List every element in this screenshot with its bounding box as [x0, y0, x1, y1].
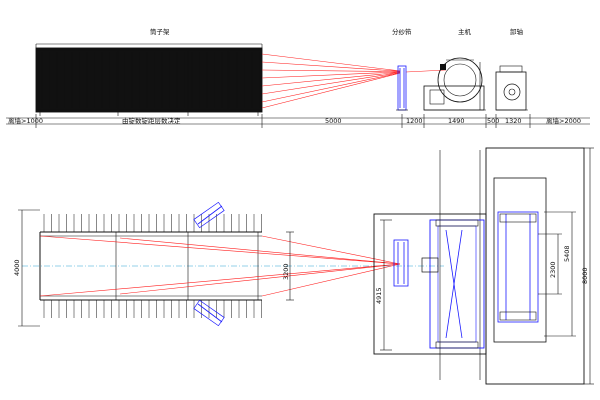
yarn-line	[261, 71, 401, 87]
splitter-side	[396, 65, 408, 111]
side-dimensions: 离墙>1000 由锭数锭距层数决定 5000 1200 1490 500 132…	[6, 114, 590, 128]
creel-side	[35, 43, 263, 116]
yarn-line	[261, 72, 401, 95]
plan-dim-2300: 2300	[538, 233, 562, 295]
creel-length-note: 由锭数锭距层数决定	[122, 116, 181, 125]
dim-5000: 5000	[325, 117, 342, 125]
dim-1320: 1320	[505, 117, 522, 125]
creel-label: 筒子架	[150, 27, 170, 36]
main-machine-label: 主机	[458, 27, 472, 36]
yarn-line	[261, 71, 401, 79]
plan-dim-8000: 8000	[581, 147, 594, 385]
yarn-line	[261, 72, 401, 103]
dim-1490: 1490	[448, 117, 465, 125]
plan-view: 4000 3200 4915	[13, 147, 594, 385]
yarn-line-plan	[39, 235, 401, 265]
yarn-line-plan	[39, 263, 401, 297]
yarn-lines-side	[261, 53, 447, 109]
bobbin-holder-top	[193, 201, 225, 229]
yarn-line-plan	[119, 237, 401, 265]
beam-side	[495, 65, 528, 111]
main-machine-side	[423, 57, 486, 111]
plan-dim-4915: 4915	[375, 219, 392, 351]
wall-left-label: 离墙>1000	[8, 116, 43, 125]
creel-plan	[39, 201, 262, 327]
yarn-line-plan	[261, 263, 401, 297]
splitter-label: 分纱筘	[392, 27, 412, 36]
dim-5408: 5408	[563, 245, 571, 262]
dim-4915: 4915	[375, 287, 383, 304]
yarn-line-plan	[119, 263, 401, 295]
yarn-line-plan	[261, 235, 401, 265]
yarn-line	[261, 53, 401, 72]
dim-8000: 8000	[581, 267, 589, 284]
dim-500: 500	[487, 117, 499, 125]
yarn-line	[405, 69, 447, 73]
dim-1200: 1200	[406, 117, 423, 125]
dim-2300: 2300	[549, 261, 557, 278]
dim-4000: 4000	[13, 259, 21, 276]
side-view: 筒子架 分纱筘 主机 卸轴	[6, 27, 590, 128]
yarn-line	[261, 72, 401, 109]
plan-dim-3200: 3200	[282, 231, 294, 301]
plan-dim-left: 4000	[13, 209, 40, 327]
yarn-line	[261, 61, 401, 72]
dim-3200: 3200	[282, 263, 290, 280]
creel-plan-pins	[43, 214, 262, 318]
beam-label: 卸轴	[510, 27, 524, 36]
creel-pins	[41, 52, 262, 108]
yarn-lines-plan	[39, 235, 401, 297]
yarn-line	[261, 69, 401, 72]
bobbin-holder-bottom	[193, 299, 225, 327]
splitter-plan	[393, 239, 409, 287]
plan-dim-5408: 5408	[544, 211, 576, 337]
beam-plan	[485, 147, 585, 385]
wall-right-label: 离墙>2000	[546, 116, 581, 125]
